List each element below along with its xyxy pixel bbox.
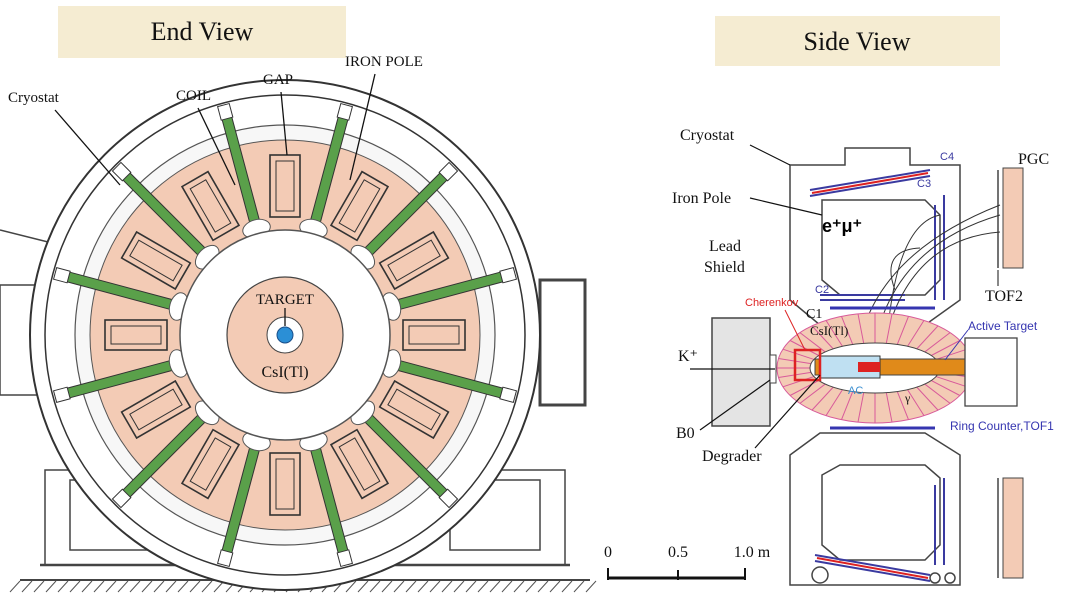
lead-shield-block [711,317,771,427]
csi-spoke [841,316,854,345]
label-target: TARGET [256,292,314,308]
gap-box [269,452,301,516]
label-coil: COIL [176,88,211,104]
target-core [276,326,294,344]
csi-spoke [789,380,819,396]
csi-spoke [935,348,968,360]
gap-box [378,230,450,291]
label-c3: C3 [917,178,931,190]
label-eplus-muplus: e⁺μ⁺ [822,216,862,236]
csi-spoke [799,383,826,404]
pgc-counter [1002,167,1024,269]
gap-box [120,379,192,440]
c-chambers [809,169,945,582]
gap-box [104,319,168,351]
label-gamma: γ [904,391,911,405]
csi-spoke [896,316,909,345]
downstream-box [964,337,1018,407]
label-c2: C2 [815,284,829,296]
label-side-iron-pole: Iron Pole [672,190,731,207]
csi-spoke [885,313,893,344]
label-b0: B0 [676,425,695,442]
label-pgc: PGC [1018,151,1049,168]
csi-spoke [907,389,925,416]
scale-tick-10: 1.0 m [734,544,771,561]
side-view: Side View [604,16,1054,586]
sector [269,102,354,239]
csi-spoke [782,376,815,388]
csi-spoke [924,332,951,353]
sector [329,161,459,270]
end-view-title-banner [58,6,346,58]
label-tof2: TOF2 [985,288,1023,305]
gap-box [378,379,450,440]
label-side-csi: CsI(Tl) [810,323,848,338]
scale-tick-0: 0 [604,544,612,561]
sector [350,379,459,509]
label-active-target: Active Target [968,319,1038,333]
sector [216,431,301,568]
gap-box [180,428,241,500]
gap-box [402,319,466,351]
scale-bar: 0 0.5 1.0 m [604,544,771,580]
csi-spoke [907,320,925,347]
sector [378,230,518,321]
label-cherenkov: Cherenkov [745,297,799,309]
csi-spoke [931,380,961,396]
lower-yoke [789,432,961,586]
label-shield: Shield [704,259,745,276]
label-cryostat: Cryostat [8,90,60,106]
side-view-title-banner [715,16,1000,66]
label-gap: GAP [263,72,293,88]
sector [52,266,189,351]
label-kplus: K⁺ [678,348,698,365]
label-lead: Lead [709,238,741,255]
end-view-title: End View [151,17,254,46]
side-view-title: Side View [803,27,910,56]
csi-spoke [825,389,843,416]
csi-spoke [841,391,854,420]
gap-box [269,154,301,218]
gap-box [329,428,390,500]
csi-spoke [916,325,939,350]
csi-spoke [811,386,834,411]
csi-spoke [931,340,961,356]
sector [111,400,241,509]
label-degrader: Degrader [702,448,762,465]
label-side-cryostat: Cryostat [680,127,735,144]
csi-spoke [924,383,951,404]
end-view: End View Cryostat COIL GAP IRO [0,6,597,593]
csi-spoke [885,392,893,423]
csi-spoke [825,320,843,347]
csi-spoke [811,325,834,350]
csi-spoke [916,386,939,411]
label-ring-counter: Ring Counter,TOF1 [950,419,1054,433]
scale-tick-05: 0.5 [668,544,688,561]
csi-spoke [799,332,826,353]
label-c4: C4 [940,151,954,163]
gap-box [180,170,241,242]
label-iron-pole: IRON POLE [345,54,423,70]
csi-spoke [896,391,909,420]
label-ac: AC [848,385,863,397]
gap-box [329,170,390,242]
label-c1: C1 [806,307,822,322]
label-csi-end: CsI(Tl) [261,364,308,381]
csi-spoke [857,392,865,423]
csi-spoke [935,376,968,388]
csi-spoke [857,313,865,344]
gap-box [120,230,192,291]
csi-spoke [782,348,815,360]
